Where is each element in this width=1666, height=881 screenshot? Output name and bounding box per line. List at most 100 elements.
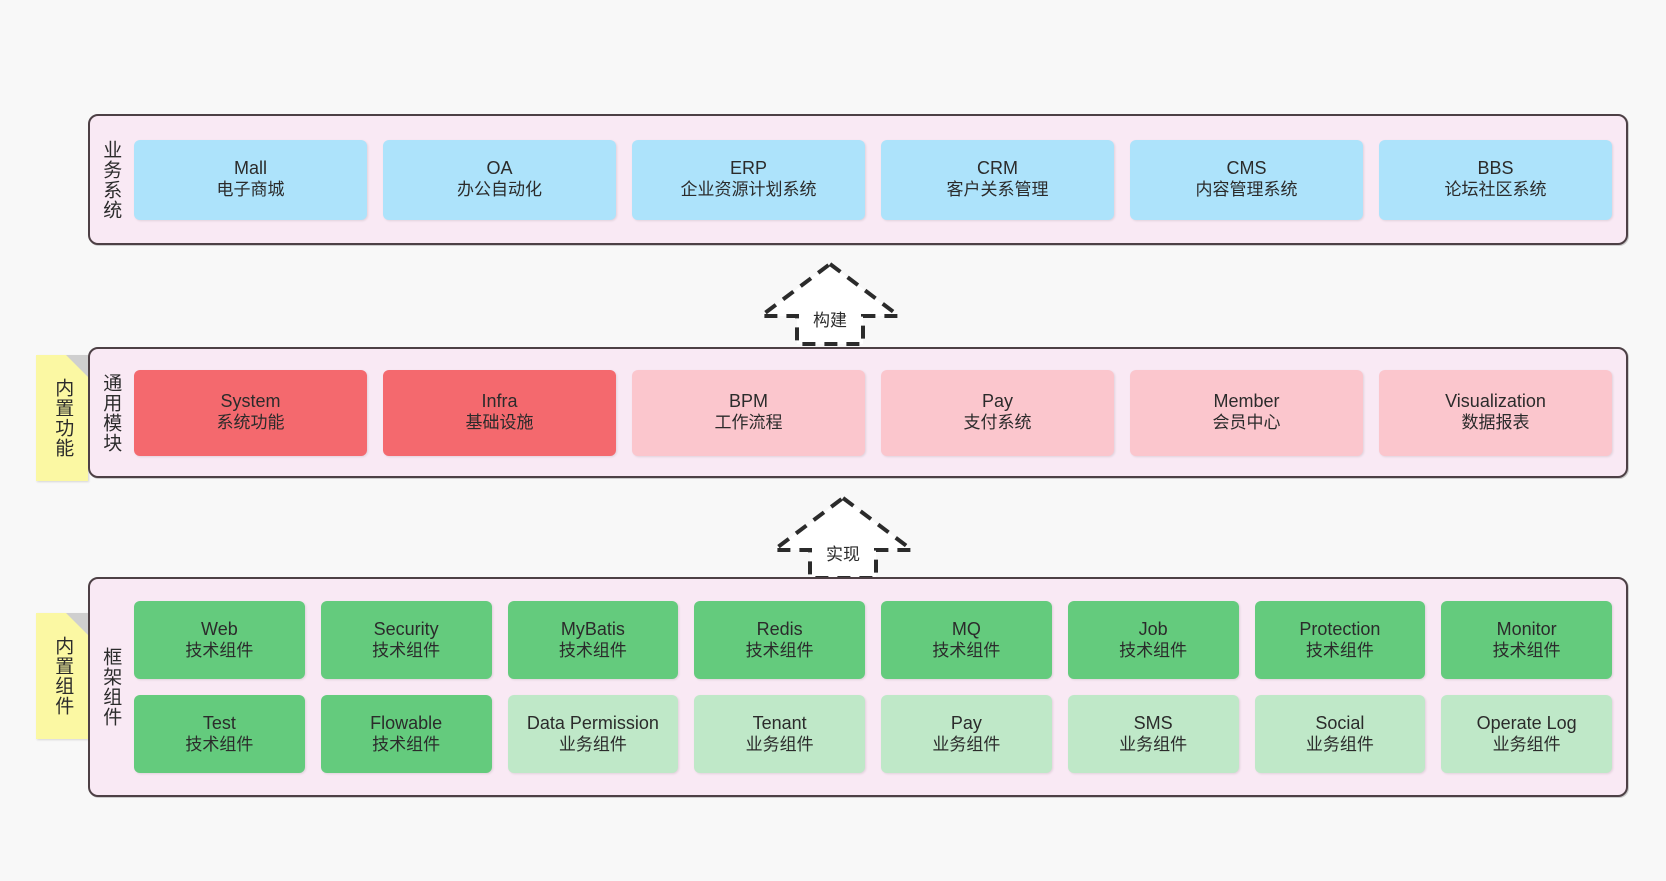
card-cms[interactable]: CMS 内容管理系统	[1130, 139, 1363, 220]
card-data-permission[interactable]: Data Permission 业务组件	[507, 695, 679, 773]
card-member[interactable]: Member 会员中心	[1130, 369, 1363, 456]
layer-caption-business-systems: 业务系统	[100, 139, 122, 220]
card-protection[interactable]: Protection 技术组件	[1254, 601, 1426, 679]
card-title: Data Permission	[526, 712, 659, 733]
card-bpm[interactable]: BPM 工作流程	[632, 369, 865, 456]
card-subtitle: 技术组件	[745, 640, 814, 660]
card-subtitle: 技术组件	[1492, 640, 1561, 660]
sticky-note-label: 内置组件	[52, 636, 74, 716]
card-subtitle: 业务组件	[558, 734, 627, 754]
card-bbs[interactable]: BBS 论坛社区系统	[1379, 139, 1612, 220]
implement-arrow-icon	[768, 495, 918, 580]
card-mybatis[interactable]: MyBatis 技术组件	[507, 601, 679, 679]
card-operate-log[interactable]: Operate Log 业务组件	[1441, 695, 1612, 773]
folded-corner-icon	[66, 613, 88, 635]
folded-corner-icon	[66, 355, 88, 377]
card-mall[interactable]: Mall 电子商城	[134, 139, 367, 220]
card-redis[interactable]: Redis 技术组件	[694, 601, 865, 679]
connector-build: 构建	[755, 258, 905, 348]
card-subtitle: 客户关系管理	[946, 180, 1049, 200]
layer-caption-framework-components: 框架组件	[100, 647, 122, 727]
card-title: OA	[486, 158, 513, 179]
card-monitor[interactable]: Monitor 技术组件	[1441, 601, 1612, 679]
card-subtitle: 技术组件	[932, 640, 1001, 660]
card-subtitle: 论坛社区系统	[1444, 180, 1547, 200]
card-oa[interactable]: OA 办公自动化	[383, 139, 616, 220]
card-subtitle: 会员中心	[1212, 413, 1281, 433]
card-visualization[interactable]: Visualization 数据报表	[1379, 369, 1612, 456]
card-erp[interactable]: ERP 企业资源计划系统	[632, 139, 865, 220]
card-test[interactable]: Test 技术组件	[134, 695, 305, 773]
card-subtitle: 业务组件	[932, 734, 1001, 754]
card-web[interactable]: Web 技术组件	[134, 601, 305, 679]
card-subtitle: 系统功能	[216, 413, 285, 433]
connector-implement-label: 实现	[826, 545, 860, 564]
card-subtitle: 技术组件	[1119, 640, 1188, 660]
card-subtitle: 业务组件	[745, 734, 814, 754]
card-subtitle: 技术组件	[558, 640, 627, 660]
card-title: Mall	[233, 158, 267, 179]
card-title: Visualization	[1445, 391, 1546, 412]
card-row: System 系统功能 Infra 基础设施 BPM 工作流程 Pay 支付系统…	[134, 369, 1612, 456]
card-subtitle: 工作流程	[714, 413, 783, 433]
card-subtitle: 技术组件	[185, 640, 254, 660]
card-row: Web 技术组件 Security 技术组件 MyBatis 技术组件 Redi…	[134, 601, 1612, 679]
layer-body-common-modules: System 系统功能 Infra 基础设施 BPM 工作流程 Pay 支付系统…	[130, 349, 1626, 476]
card-subtitle: 技术组件	[1305, 640, 1374, 660]
card-job[interactable]: Job 技术组件	[1067, 601, 1239, 679]
card-pay[interactable]: Pay 支付系统	[881, 369, 1114, 456]
card-social[interactable]: Social 业务组件	[1254, 695, 1426, 773]
card-flowable[interactable]: Flowable 技术组件	[320, 695, 492, 773]
card-title: CMS	[1226, 158, 1267, 179]
card-title: System	[220, 391, 281, 412]
card-subtitle: 办公自动化	[457, 180, 542, 200]
card-title: Security	[373, 618, 439, 639]
build-arrow-icon	[755, 261, 905, 346]
card-sms[interactable]: SMS 业务组件	[1067, 695, 1239, 773]
card-title: Infra	[481, 391, 518, 412]
card-system[interactable]: System 系统功能	[134, 369, 367, 456]
card-title: Tenant	[752, 712, 807, 733]
card-tenant[interactable]: Tenant 业务组件	[694, 695, 865, 773]
layer-common-modules: 通用模块 System 系统功能 Infra 基础设施 BPM 工作流程 Pay…	[88, 347, 1628, 478]
card-title: BPM	[728, 391, 768, 412]
layer-business-systems: 业务系统 Mall 电子商城 OA 办公自动化 ERP 企业资源计划系统 CRM…	[88, 114, 1628, 245]
card-subtitle: 技术组件	[372, 640, 441, 660]
card-subtitle: 业务组件	[1119, 734, 1188, 754]
card-pay-biz[interactable]: Pay 业务组件	[881, 695, 1052, 773]
card-title: Test	[202, 712, 236, 733]
sticky-note-builtin-features[interactable]: 内置功能	[36, 355, 88, 481]
card-title: Web	[201, 618, 238, 639]
card-title: ERP	[729, 158, 767, 179]
card-infra[interactable]: Infra 基础设施	[383, 369, 616, 456]
card-security[interactable]: Security 技术组件	[320, 601, 492, 679]
card-subtitle: 技术组件	[372, 734, 441, 754]
card-crm[interactable]: CRM 客户关系管理	[881, 139, 1114, 220]
layer-body-business-systems: Mall 电子商城 OA 办公自动化 ERP 企业资源计划系统 CRM 客户关系…	[130, 116, 1626, 243]
layer-caption-common-modules: 通用模块	[100, 372, 122, 453]
connector-build-label: 构建	[813, 311, 847, 330]
card-title: Social	[1315, 712, 1365, 733]
card-subtitle: 基础设施	[465, 413, 534, 433]
card-subtitle: 内容管理系统	[1195, 180, 1298, 200]
card-title: Flowable	[370, 712, 443, 733]
card-title: Pay	[981, 391, 1014, 412]
card-subtitle: 技术组件	[185, 734, 254, 754]
card-title: MQ	[951, 618, 981, 639]
card-subtitle: 数据报表	[1461, 413, 1530, 433]
card-subtitle: 企业资源计划系统	[680, 180, 817, 200]
layer-framework-components: 框架组件 Web 技术组件 Security 技术组件 MyBatis 技术组件…	[88, 577, 1628, 797]
connector-implement: 实现	[768, 492, 918, 582]
card-title: Redis	[756, 618, 803, 639]
card-title: Job	[1138, 618, 1168, 639]
card-title: Monitor	[1496, 618, 1557, 639]
sticky-note-builtin-components[interactable]: 内置组件	[36, 613, 88, 739]
card-subtitle: 业务组件	[1492, 734, 1561, 754]
card-row: Test 技术组件 Flowable 技术组件 Data Permission …	[134, 695, 1612, 773]
card-title: Operate Log	[1476, 712, 1577, 733]
card-title: CRM	[977, 158, 1018, 179]
card-title: Member	[1213, 391, 1280, 412]
layer-body-framework-components: Web 技术组件 Security 技术组件 MyBatis 技术组件 Redi…	[130, 579, 1626, 795]
card-title: MyBatis	[560, 618, 625, 639]
card-mq[interactable]: MQ 技术组件	[881, 601, 1052, 679]
